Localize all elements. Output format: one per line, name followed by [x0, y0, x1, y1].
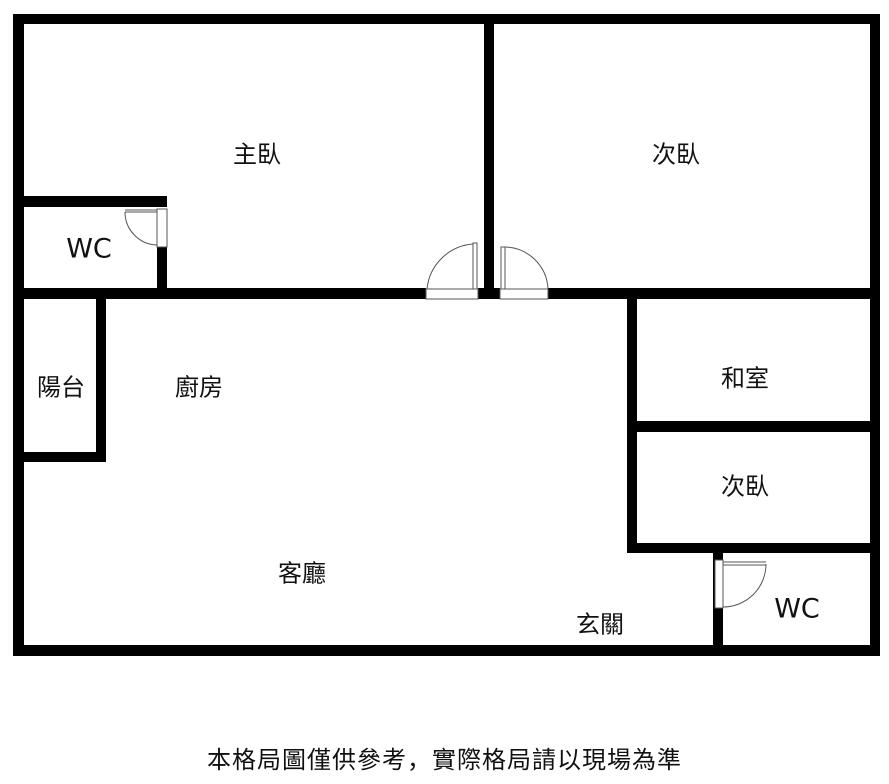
room-label-kitchen: 廚房	[175, 373, 223, 402]
room-label-wc-bottom-right: WC	[774, 593, 820, 625]
outer-wall-bottom	[13, 645, 880, 656]
disclaimer-text: 本格局圖僅供參考，實際格局請以現場為準	[207, 746, 682, 774]
room-label-wc-top-left: WC	[66, 233, 112, 265]
door-master-bedroom[interactable]	[425, 242, 479, 300]
outer-wall-top	[13, 14, 880, 24]
wc-top-wall	[13, 196, 167, 207]
room-label-master-bedroom: 主臥	[233, 140, 281, 169]
room-label-balcony: 陽台	[37, 373, 85, 402]
room-label-bedroom-right: 次臥	[721, 472, 769, 501]
door-wc-bottom[interactable]	[714, 559, 767, 609]
outer-wall-left	[13, 14, 24, 656]
balcony-right-wall	[96, 288, 106, 462]
bedroom-bottom-wall	[627, 543, 880, 553]
outer-wall-right	[870, 14, 880, 656]
right-rooms-left-wall	[627, 288, 637, 553]
walls	[13, 14, 880, 656]
mid-wall-center	[478, 288, 500, 299]
tatami-bottom-wall	[627, 421, 880, 432]
room-label-living-room: 客廳	[278, 559, 326, 588]
door-wc-top[interactable]	[124, 208, 168, 248]
mid-wall-left	[13, 288, 426, 299]
door-second-bedroom[interactable]	[499, 246, 549, 300]
mid-wall-right	[548, 288, 880, 299]
room-label-tatami-room: 和室	[721, 364, 769, 393]
doors	[124, 208, 767, 609]
wc-right-wall	[157, 246, 167, 299]
balcony-bottom-wall	[13, 452, 106, 462]
room-label-entrance: 玄關	[576, 610, 624, 639]
center-wall	[484, 14, 494, 299]
room-label-bedroom-top-right: 次臥	[652, 140, 700, 169]
